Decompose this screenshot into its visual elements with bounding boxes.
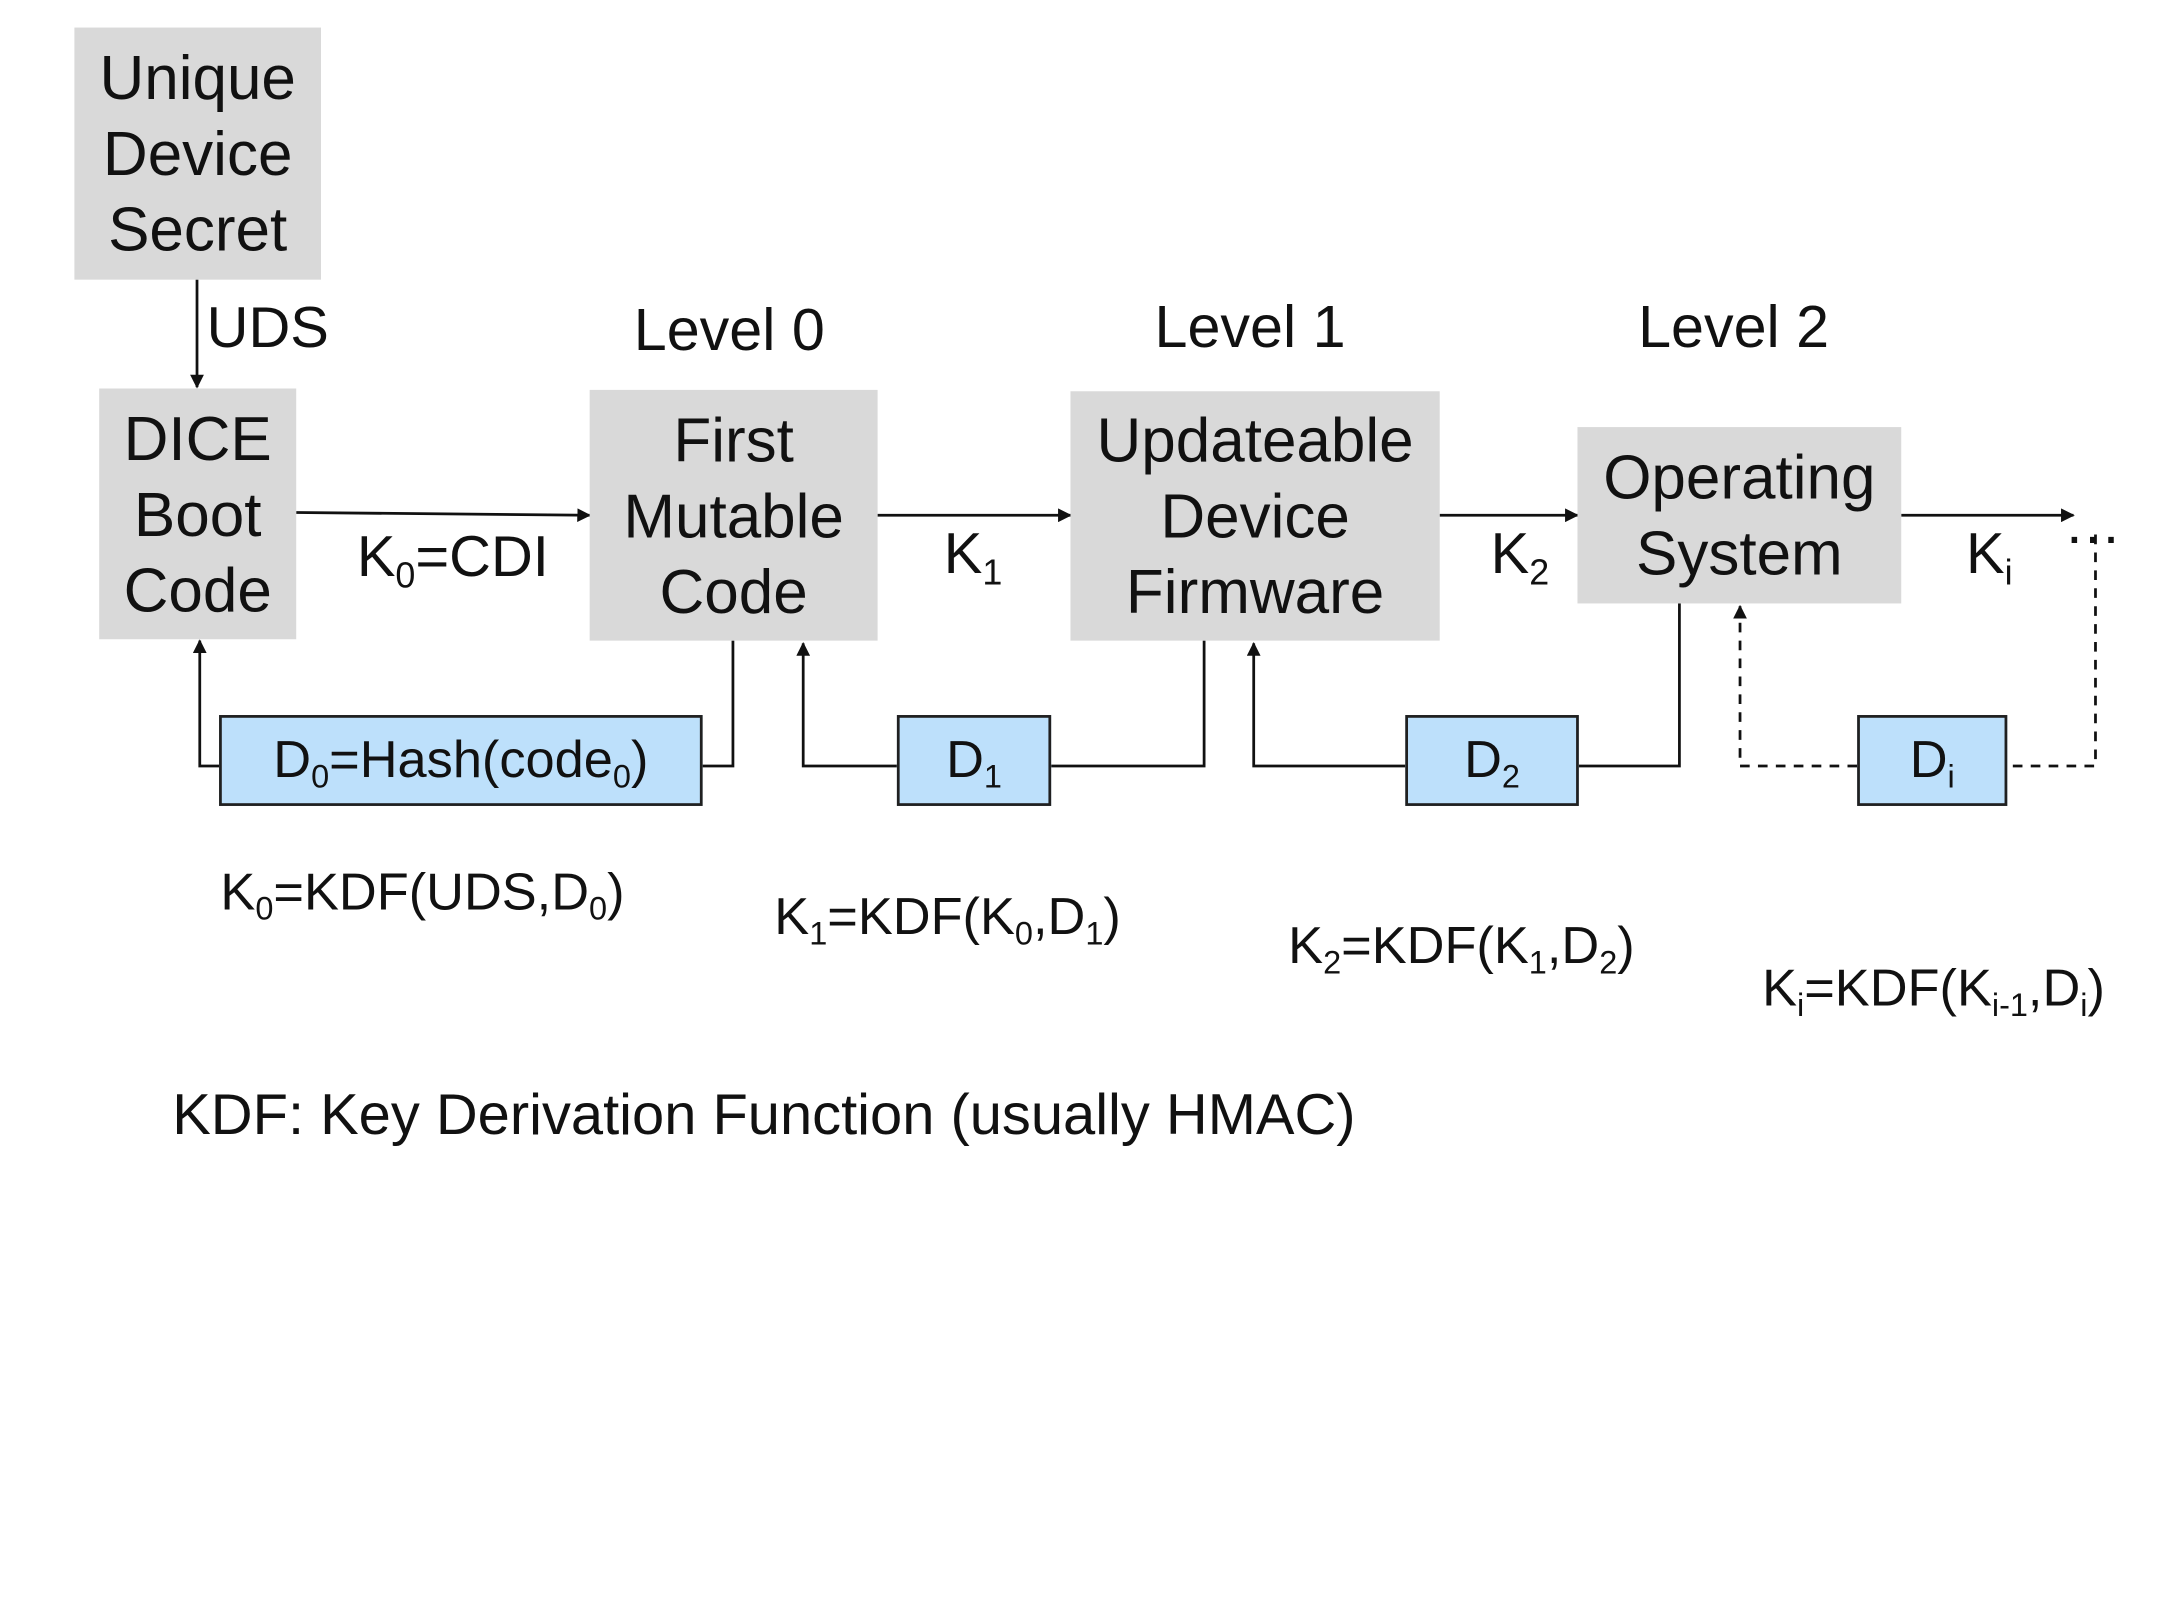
connector-wires [190, 279, 2097, 768]
k1-formula: K1=KDF(K0,D1) [774, 888, 1121, 952]
d0-hash-box: D0=Hash(code0) [219, 715, 703, 806]
k2-formula: K2=KDF(K1,D2) [1288, 917, 1635, 981]
k0-arrow [296, 508, 592, 523]
first-mutable-code-label: First Mutable Code [623, 404, 844, 627]
d1-loop [1051, 640, 1206, 768]
k0-cdi-label: K0=CDI [356, 523, 549, 596]
di-label: Di [1909, 730, 1955, 794]
d1-return [796, 642, 897, 768]
ki-label: Ki [1965, 520, 2013, 593]
k1-label: K1 [943, 520, 1003, 593]
level-1-label: Level 1 [1154, 294, 1346, 361]
d2-return [1246, 642, 1406, 768]
unique-device-secret-label: Unique Device Secret [99, 42, 296, 265]
level-2-label: Level 2 [1638, 294, 1830, 361]
di-loop [2007, 534, 2097, 768]
d0-loop [702, 640, 735, 768]
updateable-device-firmware-box: Updateable Device Firmware [1070, 391, 1440, 641]
di-return [1733, 604, 1858, 768]
operating-system-box: Operating System [1577, 427, 1902, 604]
k2-label: K2 [1490, 520, 1550, 593]
d0-return [192, 639, 220, 768]
level-0-label: Level 0 [633, 297, 825, 364]
d2-box: D2 [1405, 715, 1579, 806]
unique-device-secret-box: Unique Device Secret [74, 27, 322, 280]
d1-label: D1 [946, 730, 1002, 794]
d2-label: D2 [1464, 730, 1520, 794]
uds-edge-label: UDS [206, 294, 329, 360]
ki-formula: Ki=KDF(Ki-1,Di) [1762, 960, 2105, 1023]
k0-formula: K0=KDF(UDS,D0) [220, 863, 625, 927]
d1-box: D1 [896, 715, 1052, 806]
continuation-ellipsis: … [2063, 490, 2122, 556]
d2-loop [1578, 603, 1681, 768]
dice-boot-code-box: DICE Boot Code [99, 388, 297, 640]
first-mutable-code-box: First Mutable Code [589, 389, 878, 641]
di-box: Di [1857, 715, 2008, 806]
d0-hash-label: D0=Hash(code0) [273, 730, 649, 794]
dice-boot-code-label: DICE Boot Code [123, 402, 272, 625]
updateable-device-firmware-label: Updateable Device Firmware [1096, 405, 1414, 627]
kdf-footnote: KDF: Key Derivation Function (usually HM… [172, 1081, 1356, 1147]
operating-system-label: Operating System [1603, 442, 1876, 589]
